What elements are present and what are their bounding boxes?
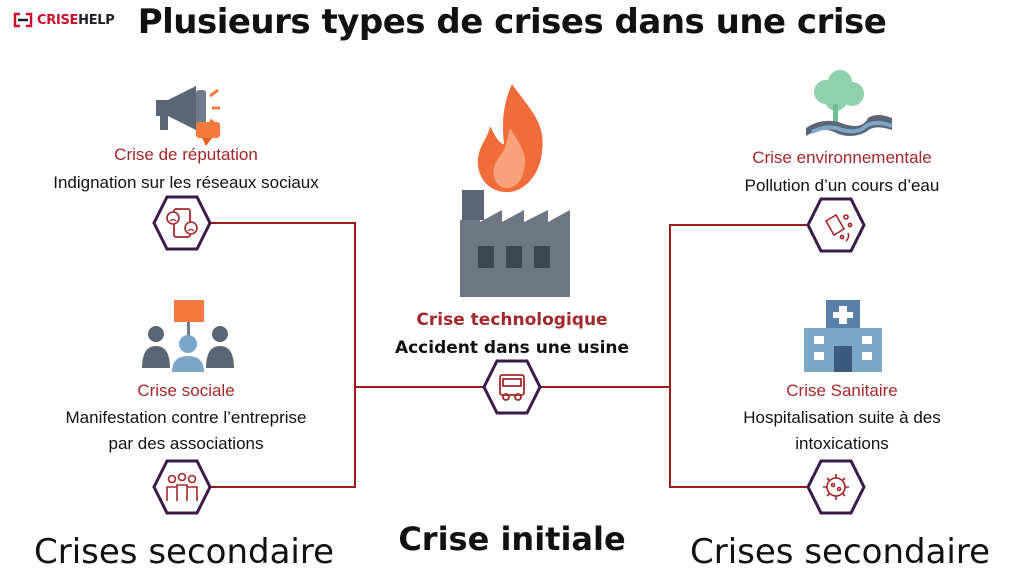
- logo-text: CRISEHELP: [37, 12, 115, 28]
- right-caption: Crises secondaire: [690, 532, 991, 572]
- right-connector: [669, 224, 807, 488]
- reputation-title: Crise de réputation: [114, 145, 258, 164]
- social-hexagon-icon: [152, 459, 212, 515]
- center-caption: Crise initiale: [398, 520, 626, 558]
- technological-description: Accident dans une usine: [394, 338, 630, 358]
- left-caption: Crises secondaire: [34, 532, 335, 572]
- protest-group-icon: [142, 300, 234, 372]
- virus-hexagon-icon: [806, 459, 866, 515]
- left-connector: [206, 222, 356, 488]
- environmental-description: Pollution d’un cours d’eau: [744, 176, 940, 195]
- megaphone-thumbs-down-icon: [156, 86, 220, 146]
- truck-hexagon-icon: [482, 359, 542, 415]
- social-description-line1: Manifestation contre l’entreprise: [65, 408, 307, 427]
- technological-title: Crise technologique: [416, 310, 608, 330]
- environmental-title: Crise environnementale: [752, 148, 932, 167]
- pollution-hexagon-icon: [806, 197, 866, 253]
- hospital-icon: [804, 300, 882, 372]
- logo-mark-icon: [13, 12, 33, 28]
- reputation-hexagon-icon: [152, 195, 212, 251]
- sanitary-title: Crise Sanitaire: [786, 381, 898, 400]
- social-description-line2: par des associations: [108, 434, 264, 453]
- sanitary-description-line2: intoxications: [795, 434, 889, 453]
- factory-fire-icon: [460, 84, 570, 297]
- brand-logo: CRISEHELP: [12, 12, 115, 28]
- sanitary-description-line1: Hospitalisation suite à des: [743, 408, 941, 427]
- page-title: Plusieurs types de crises dans une crise: [137, 2, 887, 42]
- polluted-river-icon: [806, 70, 893, 136]
- reputation-description: Indignation sur les réseaux sociaux: [53, 173, 319, 192]
- social-title: Crise sociale: [137, 381, 235, 400]
